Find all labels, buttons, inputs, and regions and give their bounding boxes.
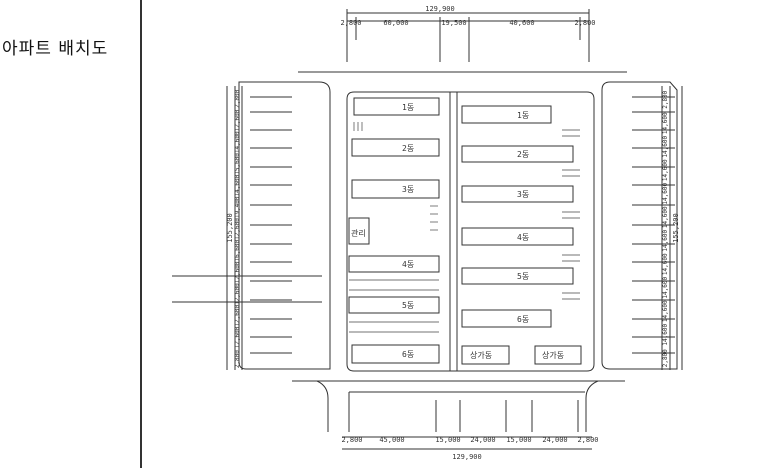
left-seg-dim-4: 15,600 [234, 153, 241, 175]
right-segment-dims: 2,80014,60014,60014,60014,60014,60014,60… [662, 90, 669, 367]
site-plan: 129,900 2,800 60,000 19,500 40,600 2,800… [142, 0, 773, 468]
shop-label-1: 상가동 [470, 350, 492, 360]
right-seg-dim-12: 2,800 [662, 349, 669, 367]
building-right-3 [461, 185, 574, 203]
building-left-1 [353, 97, 440, 116]
management-label: 관리 [351, 228, 366, 238]
building-right-4 [461, 227, 574, 246]
right-seg-dim-5: 14,600 [662, 183, 669, 205]
left-total-dim: 155,200 [226, 213, 234, 243]
left-seg-dim-11: 12,600 [234, 305, 241, 327]
left-seg-dim-12: 12,600 [234, 326, 241, 348]
right-building-label-3: 3동 [517, 190, 529, 199]
right-parking-stalls [632, 96, 675, 354]
right-seg-dim-6: 14,600 [662, 206, 669, 228]
top-total-dim: 129,900 [425, 5, 455, 13]
bottom-dim-5: 15,000 [506, 436, 531, 444]
left-building-label-6: 6동 [402, 350, 414, 359]
left-seg-dim-5: 14,600 [234, 174, 241, 196]
building-left-5 [348, 296, 440, 314]
right-seg-dim-4: 14,600 [662, 159, 669, 181]
bottom-road-curve [316, 380, 329, 432]
right-parking-area [601, 81, 678, 370]
panel-divider [140, 0, 142, 468]
left-building-label-2: 2동 [402, 144, 414, 153]
left-seg-dim-6: 19,400 [234, 196, 241, 218]
bottom-dim-3: 15,000 [435, 436, 460, 444]
bottom-total-dim: 129,900 [452, 453, 482, 461]
shop-building-2 [534, 345, 582, 365]
right-seg-dim-9: 14,600 [662, 277, 669, 299]
building-right-5 [461, 267, 574, 285]
left-building-label-3: 3동 [402, 185, 414, 194]
left-seg-dim-2: 12,600 [234, 109, 241, 131]
building-left-4 [348, 255, 440, 273]
right-building-label-2: 2동 [517, 150, 529, 159]
right-seg-dim-3: 14,600 [662, 136, 669, 158]
top-dim-3: 19,500 [441, 19, 466, 27]
top-dim-2: 60,000 [383, 19, 408, 27]
right-seg-dim-2: 14,600 [662, 112, 669, 134]
left-seg-dim-3: 14,600 [234, 131, 241, 153]
right-seg-dim-11: 14,600 [662, 324, 669, 346]
bottom-road-curve [585, 380, 599, 432]
building-left-6 [351, 344, 440, 364]
top-dim-5: 2,800 [574, 19, 595, 27]
bottom-dim-1: 2,800 [341, 436, 362, 444]
left-parking-stalls [250, 96, 292, 354]
central-block [346, 91, 595, 372]
top-dim-1: 2,800 [340, 19, 361, 27]
title-panel: 아파트 배치도 [0, 0, 140, 468]
bottom-dim-2: 45,000 [379, 436, 404, 444]
bottom-dim-6: 24,000 [542, 436, 567, 444]
building-left-3 [351, 179, 440, 199]
building-left-2 [351, 138, 440, 157]
right-seg-dim-1: 2,800 [662, 90, 669, 108]
site-plan-drawing: 129,900 2,800 60,000 19,500 40,600 2,800… [172, 5, 683, 461]
right-building-label-5: 5동 [517, 272, 529, 281]
shop-label-2: 상가동 [542, 350, 564, 360]
page-title: 아파트 배치도 [2, 39, 109, 59]
building-right-1 [461, 105, 552, 124]
right-seg-dim-8: 14,600 [662, 253, 669, 275]
left-seg-dim-8: 16,600 [234, 239, 241, 261]
right-building-label-4: 4동 [517, 233, 529, 242]
right-seg-dim-10: 14,600 [662, 300, 669, 322]
left-seg-dim-13: 2,800 [234, 350, 241, 368]
shop-building-1 [461, 345, 510, 365]
stair-hatching [349, 122, 580, 333]
bottom-dim-7: 2,800 [577, 436, 598, 444]
top-dim-4: 40,600 [509, 19, 534, 27]
right-total-dim: 155,200 [672, 213, 680, 243]
building-right-2 [461, 145, 574, 163]
left-seg-dim-1: 2,800 [234, 89, 241, 107]
right-building-label-1: 1동 [517, 111, 529, 120]
left-building-label-1: 1동 [402, 103, 414, 112]
bottom-dim-4: 24,000 [470, 436, 495, 444]
building-right-6 [461, 309, 552, 328]
left-building-label-5: 5동 [402, 301, 414, 310]
left-seg-dim-7: 12,600 [234, 218, 241, 240]
management-building [348, 217, 370, 245]
left-seg-dim-10: 12,600 [234, 283, 241, 305]
left-segment-dims: 2,80012,60014,60015,60014,60019,40012,60… [234, 89, 241, 368]
right-building-label-6: 6동 [517, 315, 529, 324]
left-parking-area [238, 81, 331, 370]
left-building-label-4: 4동 [402, 260, 414, 269]
bottom-parking-dividers [435, 400, 579, 432]
right-seg-dim-7: 14,600 [662, 230, 669, 252]
left-seg-dim-9: 12,600 [234, 261, 241, 283]
